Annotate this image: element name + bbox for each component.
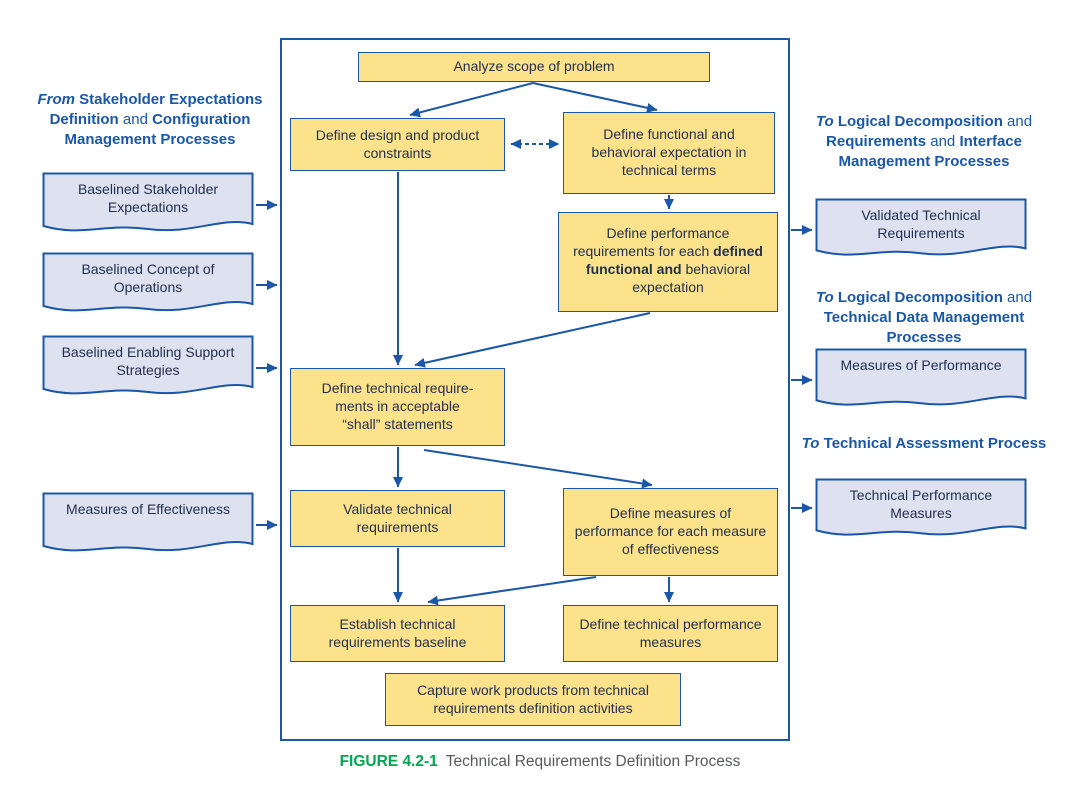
right-outputs-header-2: To Logical Decomposition and Technical D… [798,288,1050,347]
document-shape [815,198,1027,262]
header-and-word: and [930,132,956,150]
output-doc-measures-of-performance: Measures of Performance [815,348,1027,412]
document-shape [42,335,254,401]
figure-caption-text: Technical Requirements Definition Proces… [445,753,741,770]
header-and-word: and [1007,113,1033,130]
input-doc-label: Baselined Stakeholder Expectations [77,181,219,216]
figure-caption: FIGURE 4.2-1 Technical Requirements Defin… [0,753,1080,771]
process-box-define-performance-requirements: Define performance requirements for each… [558,212,778,312]
header-bold-phrase: Requirements [826,132,927,150]
output-doc-label: Measures of Performance [840,357,1002,373]
header-to-word: To [815,289,834,306]
header-bold-phrase: Technical Assessment Process [823,435,1047,452]
input-doc-label: Baselined Enabling Support Strategies [61,344,235,379]
document-shape [815,348,1027,412]
input-doc-label: Measures of Effectiveness [66,501,230,517]
document-shape [42,252,254,318]
performance-text-bold: defined functional and [585,242,763,277]
process-box-analyze-scope: Analyze scope of problem [358,52,710,82]
header-to-word: To [815,113,834,130]
right-outputs-header-3: To Technical Assessment Process [798,434,1050,454]
performance-text-post: behavioral expectation [632,260,751,295]
output-doc-validated-technical-requirements: Validated Technical Requirements [815,198,1027,262]
output-doc-label: Technical Performance Measures [849,487,993,522]
header-and-word: and [122,110,148,128]
process-box-validate-technical-requirements: Validate technical requirements [290,490,505,547]
process-box-define-technical-performance-measures: Define technical performance measures [563,605,778,662]
header-bold-phrase: Logical Decomposition [837,113,1003,130]
header-from-word: From [37,91,75,108]
process-box-define-technical-requirements: Define technical require- ments in accep… [290,368,505,446]
header-bold-phrase: Stakeholder Expectations Definition [49,91,263,128]
process-box-define-measures-of-performance: Define measures of performance for each … [563,488,778,576]
shall-line-3: “shall” statements [342,415,453,432]
document-shape [815,478,1027,542]
performance-text-pre: Define performance requirements for each [573,225,730,259]
process-box-define-functional-expectation: Define functional and behavioral expecta… [563,112,775,194]
document-shape [42,172,254,238]
figure-caption-label: FIGURE 4.2-1 [339,753,438,770]
shall-line-2: ments in acceptable [335,398,460,415]
header-bold-phrase: Technical Data Management Processes [823,308,1025,346]
input-doc-measures-of-effectiveness: Measures of Effectiveness [42,492,254,558]
input-doc-label: Baselined Concept of Operations [81,261,215,296]
header-and-word: and [1007,289,1033,306]
header-to-word: To [801,435,820,452]
input-doc-baselined-concept-of-operations: Baselined Concept of Operations [42,252,254,318]
right-outputs-header-1: To Logical Decomposition and Requirement… [798,112,1050,171]
output-doc-technical-performance-measures: Technical Performance Measures [815,478,1027,542]
input-doc-baselined-stakeholder-expectations: Baselined Stakeholder Expectations [42,172,254,238]
left-inputs-header: From Stakeholder Expectations Definition… [30,90,270,149]
process-box-establish-technical-requirements-baseline: Establish technical requirements baselin… [290,605,505,662]
input-doc-baselined-enabling-support-strategies: Baselined Enabling Support Strategies [42,335,254,401]
output-doc-label: Validated Technical Requirements [861,207,981,242]
document-shape [42,492,254,558]
header-bold-phrase: Configuration Management Processes [64,110,251,148]
header-bold-phrase: Interface Management Processes [838,132,1022,170]
process-box-capture-work-products: Capture work products from technical req… [385,673,681,726]
process-box-define-design-constraints: Define design and product constraints [290,118,505,171]
header-bold-phrase: Logical Decomposition [837,289,1003,306]
shall-line-1: Define technical require- [321,380,474,397]
